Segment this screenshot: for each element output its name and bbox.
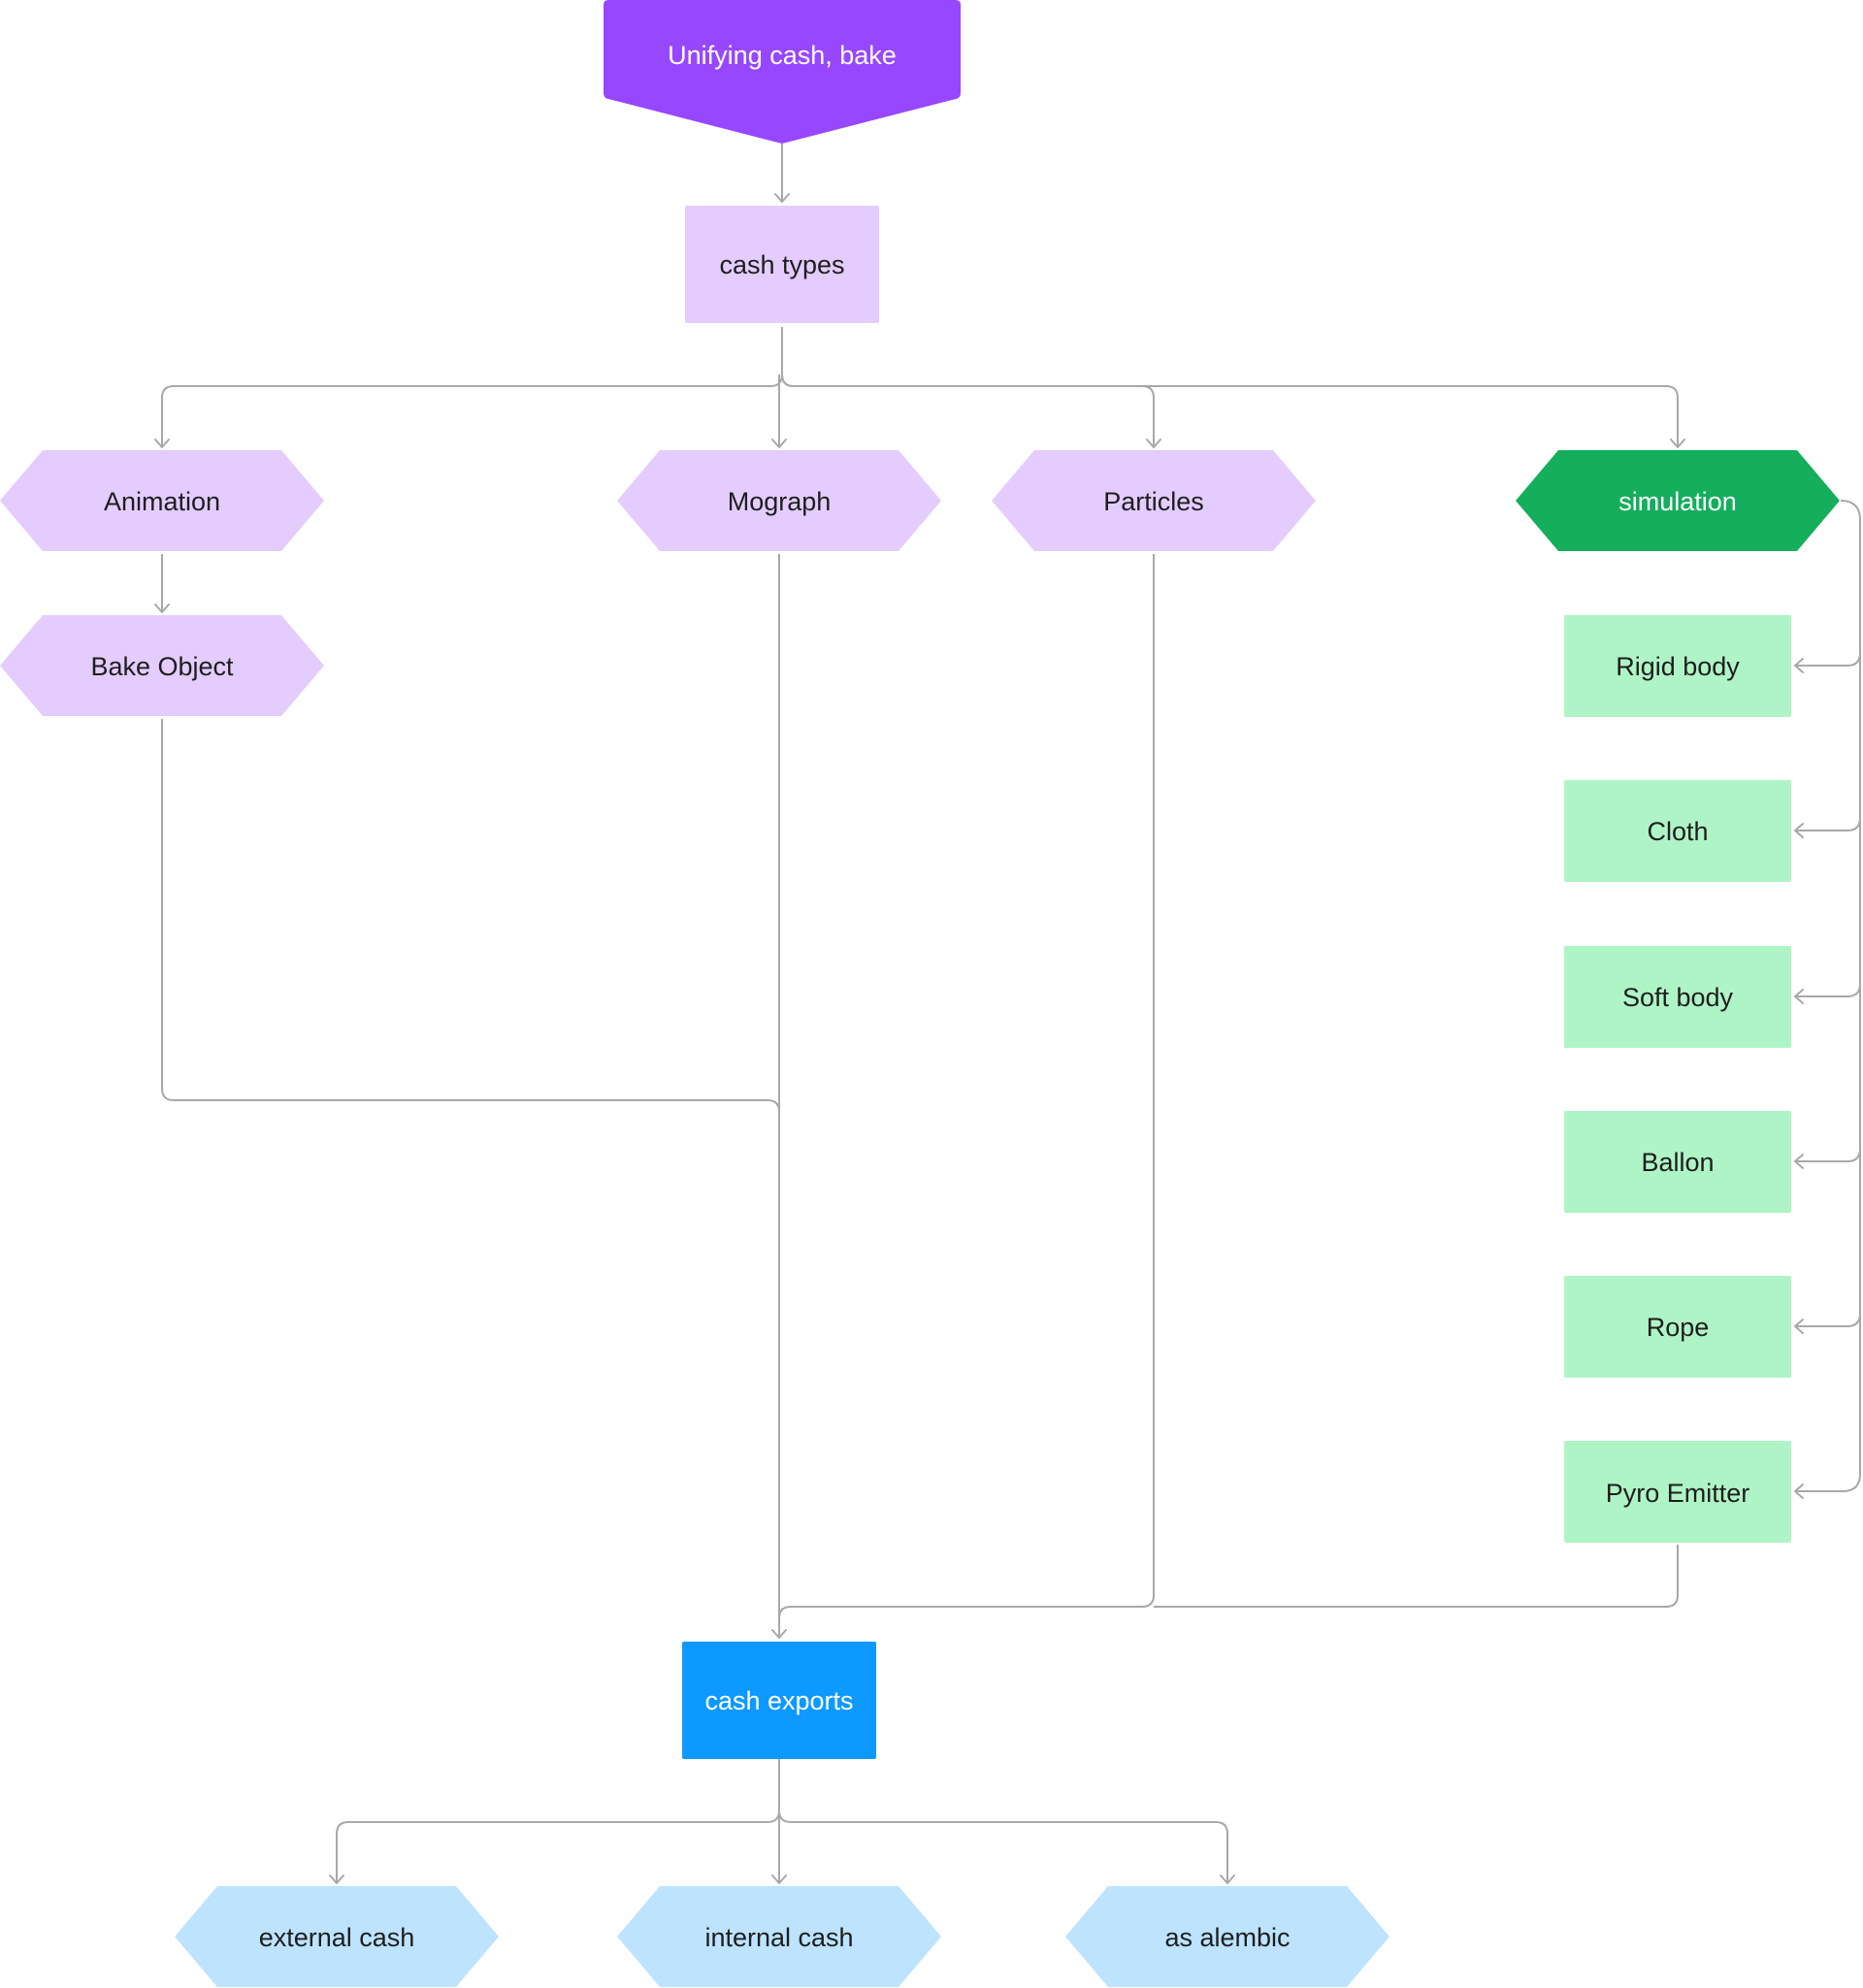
- arrowhead-cash-exports: [771, 1629, 787, 1639]
- node-cash-exports-shape: [682, 1642, 876, 1759]
- arrowhead-as-alembic: [1220, 1874, 1235, 1884]
- node-soft-body[interactable]: Soft body: [1564, 946, 1791, 1048]
- node-rope-label: Rope: [1647, 1313, 1710, 1342]
- connector-to-as-alembic: [778, 1809, 1228, 1882]
- node-title-label: Unifying cash, bake: [668, 41, 897, 70]
- arrowhead-internal-cash: [771, 1874, 787, 1884]
- node-rigid-body[interactable]: Rigid body: [1564, 615, 1791, 717]
- node-pyro-emitter-label: Pyro Emitter: [1606, 1479, 1750, 1508]
- connector-to-animation: [161, 327, 783, 446]
- arrowhead-rope: [1794, 1319, 1804, 1334]
- node-external-cash[interactable]: external cash: [175, 1886, 499, 1987]
- node-ballon-label: Ballon: [1641, 1148, 1714, 1177]
- connector-simulation-bus: [1796, 500, 1861, 1492]
- node-rigid-body-shape: [1564, 615, 1791, 717]
- node-cash-exports[interactable]: cash exports: [682, 1642, 876, 1759]
- connector-particles-to-exports: [778, 554, 1155, 1619]
- node-bake-object-shape: [0, 615, 324, 716]
- node-particles[interactable]: Particles: [992, 450, 1316, 551]
- arrowhead-soft-body: [1794, 989, 1804, 1004]
- node-cash-exports-label: cash exports: [704, 1686, 853, 1715]
- node-animation-shape: [0, 450, 324, 551]
- arrowhead-pyro-emitter: [1794, 1483, 1804, 1499]
- arrowhead-cloth: [1794, 823, 1804, 838]
- node-simulation-shape: [1516, 450, 1840, 551]
- node-ballon-shape: [1564, 1111, 1791, 1213]
- node-ballon[interactable]: Ballon: [1564, 1111, 1791, 1213]
- node-animation-label: Animation: [104, 487, 220, 516]
- arrowhead-external-cash: [329, 1874, 344, 1884]
- connectors: [154, 144, 1861, 1884]
- connector-to-cloth: [1796, 817, 1861, 831]
- node-mograph-shape: [617, 450, 941, 551]
- node-rope[interactable]: Rope: [1564, 1276, 1791, 1378]
- node-pyro-emitter[interactable]: Pyro Emitter: [1564, 1441, 1791, 1543]
- connector-to-external-cash: [336, 1759, 780, 1882]
- node-pyro-emitter-shape: [1564, 1441, 1791, 1543]
- node-cloth-shape: [1564, 780, 1791, 882]
- node-animation[interactable]: Animation: [0, 450, 324, 551]
- node-mograph-label: Mograph: [728, 487, 832, 516]
- arrowhead-mograph: [771, 439, 787, 448]
- node-mograph[interactable]: Mograph: [617, 450, 941, 551]
- node-title-shape: [604, 0, 961, 144]
- node-as-alembic[interactable]: as alembic: [1065, 1886, 1389, 1987]
- connector-to-rigid-body: [1796, 652, 1861, 667]
- node-cloth-label: Cloth: [1647, 817, 1708, 846]
- connector-to-rope: [1796, 1313, 1861, 1327]
- node-internal-cash[interactable]: internal cash: [617, 1886, 941, 1987]
- arrowhead-simulation: [1670, 439, 1685, 448]
- node-internal-cash-label: internal cash: [704, 1923, 853, 1952]
- node-rope-shape: [1564, 1276, 1791, 1378]
- node-cash-types-shape: [685, 206, 879, 323]
- node-simulation[interactable]: simulation: [1516, 450, 1840, 551]
- node-particles-label: Particles: [1103, 487, 1204, 516]
- arrowhead-cash-types: [774, 193, 790, 203]
- node-bake-object[interactable]: Bake Object: [0, 615, 324, 716]
- connector-to-simulation: [781, 374, 1679, 446]
- node-external-cash-label: external cash: [259, 1923, 415, 1952]
- node-soft-body-label: Soft body: [1622, 983, 1734, 1012]
- node-as-alembic-label: as alembic: [1164, 1923, 1290, 1952]
- node-internal-cash-shape: [617, 1886, 941, 1987]
- connector-to-soft-body: [1796, 983, 1861, 997]
- connector-to-ballon: [1796, 1148, 1861, 1162]
- node-simulation-label: simulation: [1618, 487, 1737, 516]
- connector-bake-object-to-exports: [161, 719, 780, 1113]
- arrowhead-bake-object: [154, 603, 170, 613]
- node-as-alembic-shape: [1065, 1886, 1389, 1987]
- node-cash-types[interactable]: cash types: [685, 206, 879, 323]
- node-rigid-body-label: Rigid body: [1616, 652, 1740, 681]
- node-cloth[interactable]: Cloth: [1564, 780, 1791, 882]
- node-soft-body-shape: [1564, 946, 1791, 1048]
- arrowhead-particles: [1146, 439, 1161, 448]
- node-cash-types-label: cash types: [719, 250, 844, 279]
- arrowhead-animation: [154, 439, 170, 448]
- node-title[interactable]: Unifying cash, bake: [604, 0, 961, 144]
- node-particles-shape: [992, 450, 1316, 551]
- node-bake-object-label: Bake Object: [90, 652, 234, 681]
- node-external-cash-shape: [175, 1886, 499, 1987]
- arrowhead-ballon: [1794, 1154, 1804, 1169]
- arrowhead-rigid-body: [1794, 658, 1804, 673]
- connector-pyro-to-exports: [1154, 1545, 1679, 1608]
